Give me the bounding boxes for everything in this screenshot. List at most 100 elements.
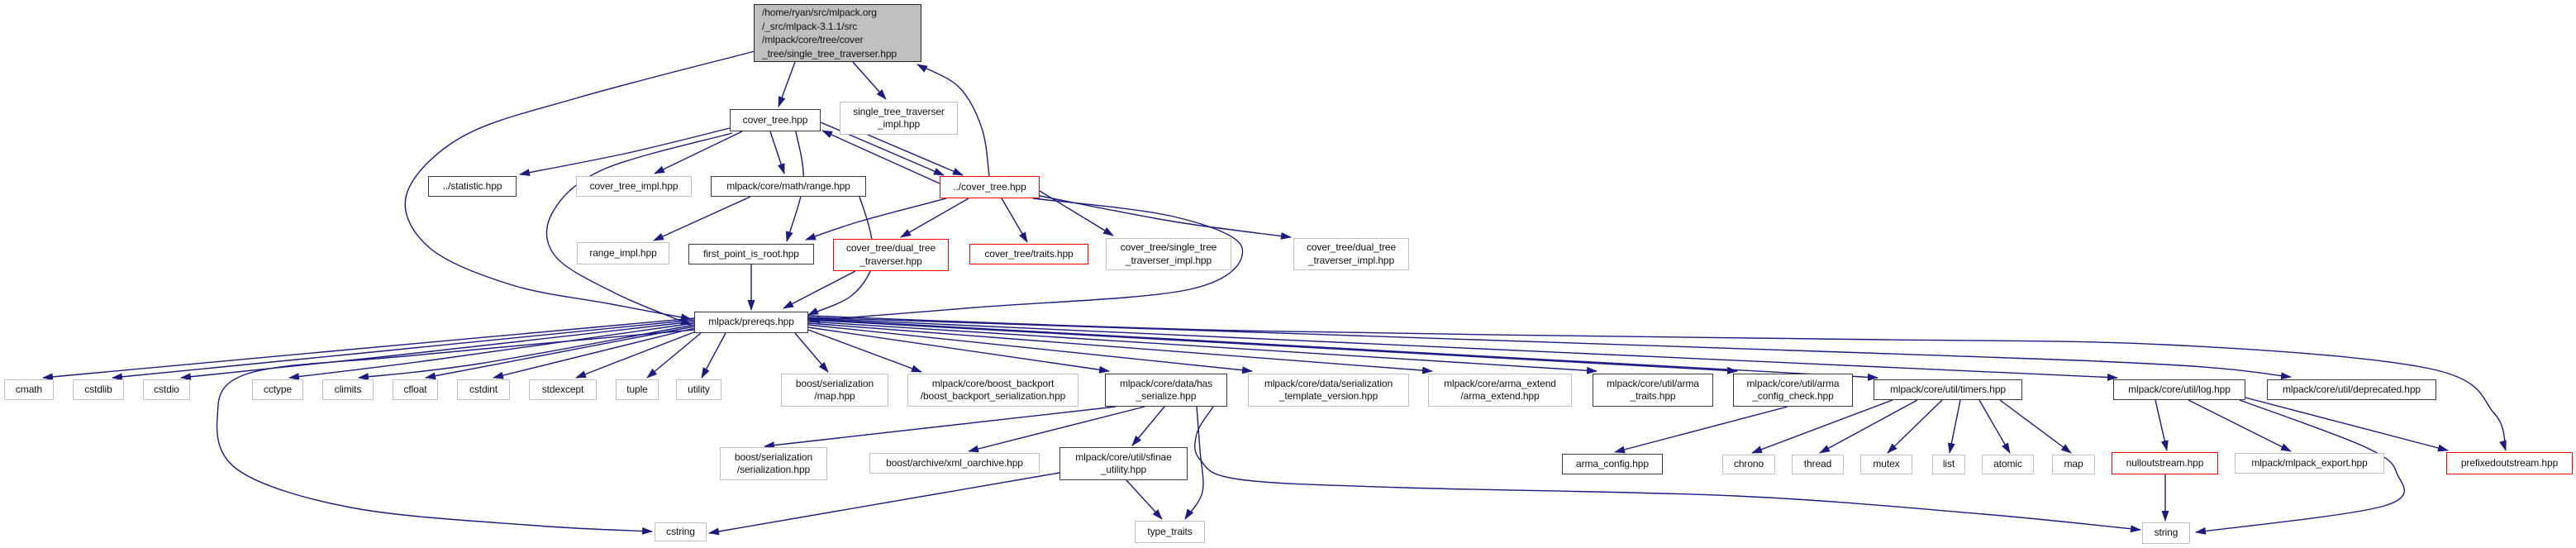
node-range_impl[interactable]: range_impl.hpp: [577, 242, 669, 264]
edge-acc-to-arma_config: [1614, 406, 1788, 454]
edge-prereqs-to-cstring: [216, 329, 695, 535]
node-nullout[interactable]: nulloutstream.hpp: [2112, 452, 2218, 474]
node-type_traits[interactable]: type_traits: [1135, 521, 1205, 543]
node-thread[interactable]: thread: [1792, 455, 1844, 474]
edge-prereqs-to-cctype: [288, 322, 695, 380]
node-cstdio[interactable]: cstdio: [143, 379, 190, 400]
edge-prereqs-to-cstdlib: [112, 319, 695, 381]
edge-has_serialize-to-type_traits: [1184, 406, 1204, 520]
edge-has_serialize-to-xml: [968, 406, 1145, 453]
edge-prereqs-to-cstdio: [180, 321, 695, 381]
edge-prereqs-to-cfloat: [425, 326, 695, 380]
edge-prereqs-to-acc: [807, 319, 1738, 374]
edge-dual_trav-to-prereqs: [783, 270, 856, 309]
node-arma_config[interactable]: arma_config.hpp: [1562, 454, 1663, 474]
node-cstring[interactable]: cstring: [655, 522, 707, 541]
node-sfinae[interactable]: mlpack/core/util/sfinae _utility.hpp: [1059, 447, 1188, 480]
node-cover_tree2[interactable]: ../cover_tree.hpp: [940, 176, 1040, 198]
node-cctype[interactable]: cctype: [252, 379, 303, 400]
edge-timers-to-thread: [1819, 399, 1918, 454]
edge-prereqs-to-cstdint: [493, 327, 695, 379]
node-deprecated[interactable]: mlpack/core/util/deprecated.hpp: [2267, 379, 2436, 400]
node-map[interactable]: map: [2052, 455, 2095, 474]
node-stdexcept[interactable]: stdexcept: [529, 379, 597, 400]
edge-has_serialize-to-sfinae: [1131, 406, 1165, 446]
node-string[interactable]: string: [2142, 522, 2190, 544]
edge-prereqs-to-has_serialize: [807, 326, 1110, 374]
node-stti2[interactable]: cover_tree/single_tree _traverser_impl.h…: [1106, 238, 1231, 270]
node-traits[interactable]: cover_tree/traits.hpp: [969, 244, 1088, 264]
edge-cover_tree2-to-dual_trav: [900, 198, 969, 238]
node-xml[interactable]: boost/archive/xml_oarchive.hpp: [869, 453, 1040, 474]
node-utility[interactable]: utility: [676, 379, 721, 400]
edge-prereqs-to-arma_extend: [807, 322, 1433, 374]
node-cstdlib[interactable]: cstdlib: [73, 379, 124, 400]
node-climits[interactable]: climits: [322, 379, 374, 400]
edge-timers-to-map: [1999, 399, 2072, 454]
edge-stt_impl-to-cover_tree2: [867, 134, 964, 176]
edge-log-to-export: [2188, 399, 2292, 452]
node-has_serialize[interactable]: mlpack/core/data/has _serialize.hpp: [1105, 374, 1227, 407]
edge-cover_tree-to-ct_impl: [654, 131, 743, 174]
edge-main-to-cover_tree: [778, 61, 796, 107]
edge-cover_tree-to-prereqs: [545, 132, 733, 326]
node-dtti2[interactable]: cover_tree/dual_tree _traverser_impl.hpp: [1293, 238, 1409, 270]
edge-main-to-stt_impl: [852, 61, 887, 100]
node-dual_trav[interactable]: cover_tree/dual_tree _traverser.hpp: [833, 239, 949, 271]
edge-prereqs-to-bsmap: [794, 332, 829, 373]
node-statistic[interactable]: ../statistic.hpp: [428, 176, 517, 197]
edge-has_serialize-to-string: [1194, 406, 2141, 533]
edge-cover_tree-to-statistic: [519, 127, 731, 177]
node-tuple[interactable]: tuple: [616, 379, 659, 400]
node-mutex[interactable]: mutex: [1860, 455, 1912, 474]
node-log[interactable]: mlpack/core/util/log.hpp: [2113, 379, 2245, 400]
node-timers[interactable]: mlpack/core/util/timers.hpp: [1874, 379, 2022, 400]
node-cover_tree[interactable]: cover_tree.hpp: [730, 109, 821, 131]
node-main[interactable]: /home/ryan/src/mlpack.org /_src/mlpack-3…: [754, 4, 921, 62]
node-bsmap[interactable]: boost/serialization /map.hpp: [781, 374, 888, 407]
node-arma_extend[interactable]: mlpack/core/arma_extend /arma_extend.hpp: [1428, 374, 1572, 407]
edge-log-to-string: [2195, 399, 2405, 535]
edge-main-to-prereqs: [404, 50, 755, 322]
node-ct_impl[interactable]: cover_tree_impl.hpp: [576, 176, 692, 197]
node-atomic[interactable]: atomic: [1982, 455, 2034, 474]
node-arma_traits[interactable]: mlpack/core/util/arma _traits.hpp: [1593, 374, 1713, 407]
edge-cover_tree2-to-first_point: [805, 198, 947, 241]
edge-cover_tree2-to-traits: [1001, 198, 1028, 243]
edge-prereqs-to-stdexcept: [575, 331, 697, 379]
edge-cover_tree2-to-prereqs: [809, 198, 1244, 324]
node-export[interactable]: mlpack/mlpack_export.hpp: [2235, 453, 2384, 474]
edge-sfinae-to-cstring: [708, 472, 1060, 536]
edge-prereqs-to-log: [807, 317, 2118, 381]
node-cmath[interactable]: cmath: [4, 379, 54, 400]
edge-cover_tree2-to-main: [917, 64, 990, 177]
edge-range-to-range_impl: [653, 196, 751, 241]
node-list[interactable]: list: [1932, 455, 1965, 474]
node-chrono[interactable]: chrono: [1722, 455, 1775, 474]
edge-prereqs-to-prefixout: [807, 315, 2507, 451]
edge-timers-to-atomic: [1978, 399, 2011, 454]
node-range[interactable]: mlpack/core/math/range.hpp: [711, 176, 866, 197]
edge-cover_tree-to-range: [769, 131, 785, 174]
node-cstdint[interactable]: cstdint: [457, 379, 510, 400]
edge-prereqs-to-tuple: [646, 332, 702, 379]
node-cfloat[interactable]: cfloat: [393, 379, 438, 400]
node-first_point[interactable]: first_point_is_root.hpp: [688, 244, 814, 264]
edge-log-to-prefixout: [2245, 397, 2449, 452]
node-stv[interactable]: mlpack/core/data/serialization _template…: [1248, 374, 1409, 407]
edge-sfinae-to-type_traits: [1126, 479, 1163, 520]
node-backport[interactable]: mlpack/core/boost_backport /boost_backpo…: [907, 374, 1078, 407]
node-stt_impl[interactable]: single_tree_traverser _impl.hpp: [840, 102, 958, 135]
edge-timers-to-list: [1947, 399, 1961, 454]
edge-log-to-nullout: [2155, 399, 2169, 451]
edge-prereqs-to-stv: [807, 324, 1253, 374]
edge-prereqs-to-arma_traits: [807, 321, 1598, 374]
node-acc[interactable]: mlpack/core/util/arma _config_check.hpp: [1733, 374, 1853, 407]
node-prereqs[interactable]: mlpack/prereqs.hpp: [694, 312, 808, 333]
node-prefixout[interactable]: prefixedoutstream.hpp: [2446, 452, 2573, 474]
edge-prereqs-to-backport: [807, 329, 922, 373]
edge-has_serialize-to-serialization: [764, 406, 1117, 450]
node-serialization[interactable]: boost/serialization /serialization.hpp: [720, 447, 827, 480]
